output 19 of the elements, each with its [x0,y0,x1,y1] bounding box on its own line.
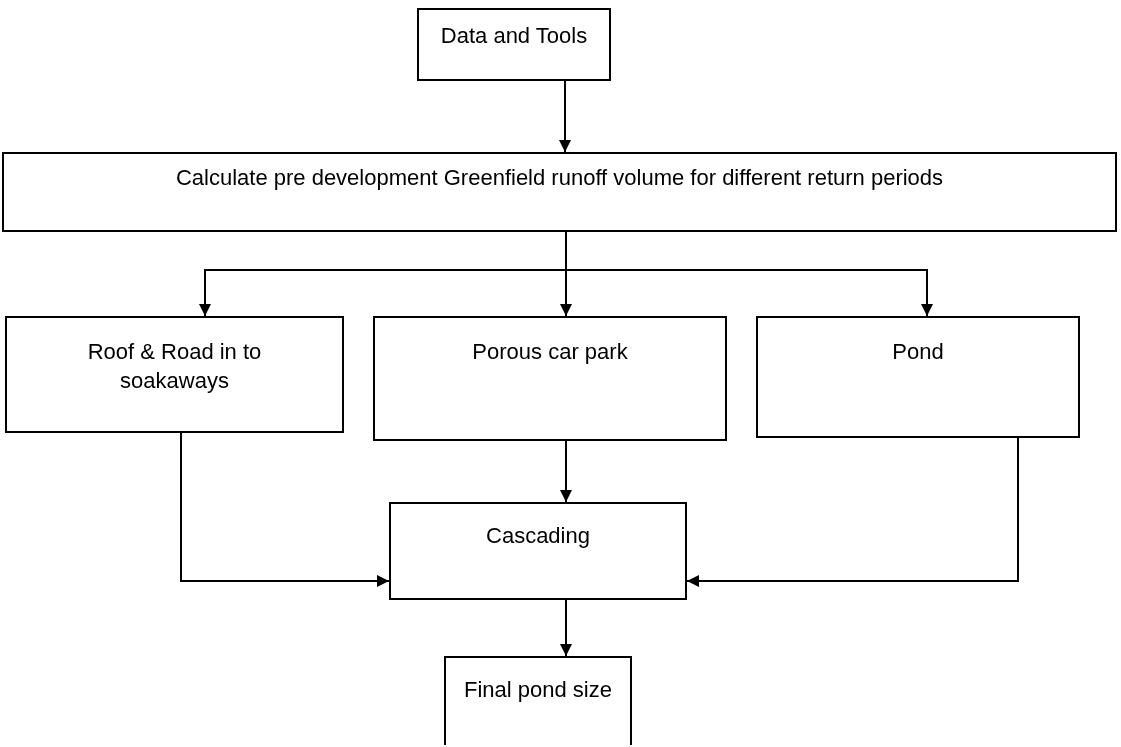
process-box [417,8,611,81]
box-text: Data and Tools [439,22,589,50]
box-text: Roof & Road in to soakaways [86,338,263,395]
arrow [560,599,572,657]
arrow [559,80,571,153]
box-text: Porous car park [471,338,629,366]
box-text: Pond [891,338,945,366]
process-box [389,502,687,600]
process-box [2,152,1117,232]
process-box [756,316,1080,438]
box-text: Calculate pre development Greenfield runoff volume for different return periods [174,164,945,192]
arrow [180,432,390,587]
process-box [5,316,344,433]
process-box [373,316,727,441]
box-text: Final pond size [463,676,613,704]
arrow [686,437,1019,587]
process-box [444,656,632,745]
arrow [560,440,572,503]
box-text: Cascading [485,522,591,550]
